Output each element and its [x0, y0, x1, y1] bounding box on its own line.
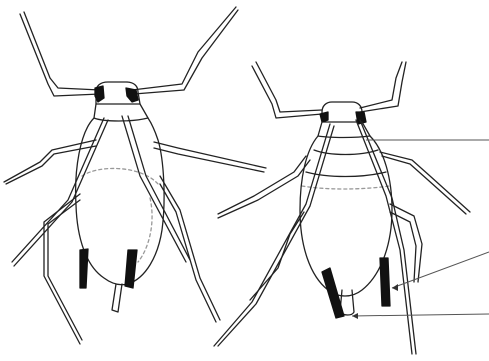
siphunculus-left [80, 249, 88, 288]
left-eye [320, 112, 328, 122]
siphunculus-right [380, 258, 390, 306]
left-eye [95, 86, 104, 102]
